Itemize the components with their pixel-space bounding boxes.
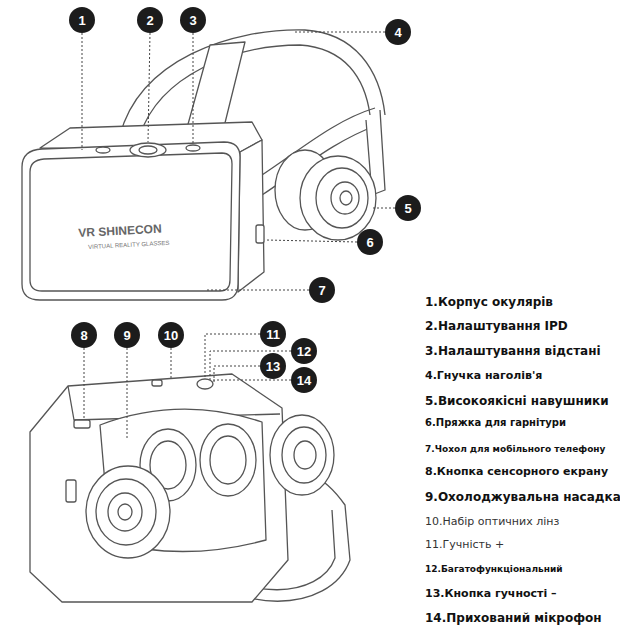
callout-text: 3 (189, 13, 196, 28)
callout-text: 2 (146, 13, 153, 28)
callout-text: 14 (297, 373, 311, 388)
callout-text: 5 (404, 201, 411, 216)
callout-number: 8 (71, 322, 97, 348)
part-name: 7.Чохол для мобільного телефону (425, 444, 605, 454)
callout-number: 4 (385, 19, 411, 45)
callout-number: 14 (291, 367, 317, 393)
part-name: 4.Гнучка наголів'я (425, 369, 542, 382)
callout-text: 11 (266, 327, 280, 342)
callout-number: 1 (69, 7, 95, 33)
callout-number: 2 (137, 7, 163, 33)
callout-text: 8 (80, 328, 87, 343)
callout-number: 5 (395, 195, 421, 221)
callout-text: 1 (78, 13, 85, 28)
callout-text: 9 (123, 328, 130, 343)
callout-number: 10 (158, 322, 184, 348)
callout-number: 13 (260, 353, 286, 379)
part-name: 9.Охолоджувальна насадка (425, 490, 620, 504)
part-name: 3.Налаштування відстані (425, 344, 601, 358)
part-name: 5.Високоякісні навушники (425, 394, 609, 408)
part-name: 13.Кнопка гучності – (425, 587, 557, 600)
callout-number: 6 (357, 229, 383, 255)
part-name: 14.Прихований мікрофон (425, 611, 602, 625)
part-name: 11.Гучність + (425, 538, 504, 551)
part-name: 6.Пряжка для гарнітури (425, 417, 566, 428)
callout-text: 4 (394, 25, 401, 40)
callout-number: 7 (309, 277, 335, 303)
callout-text: 12 (297, 344, 311, 359)
part-name: 10.Набір оптичних лінз (425, 515, 559, 528)
part-name: 8.Кнопка сенсорного екрану (425, 465, 608, 478)
callout-text: 10 (164, 328, 178, 343)
part-name: 1.Корпус окулярів (425, 295, 553, 309)
callout-number: 11 (260, 321, 286, 347)
callout-number: 9 (114, 322, 140, 348)
callout-number: 3 (180, 7, 206, 33)
callout-text: 6 (366, 235, 373, 250)
part-name: 2.Налаштування IPD (425, 319, 568, 333)
part-name: 12.Багатофункціональний (425, 564, 563, 574)
callout-text: 13 (266, 359, 280, 374)
callout-text: 7 (318, 283, 325, 298)
callout-number: 12 (291, 338, 317, 364)
